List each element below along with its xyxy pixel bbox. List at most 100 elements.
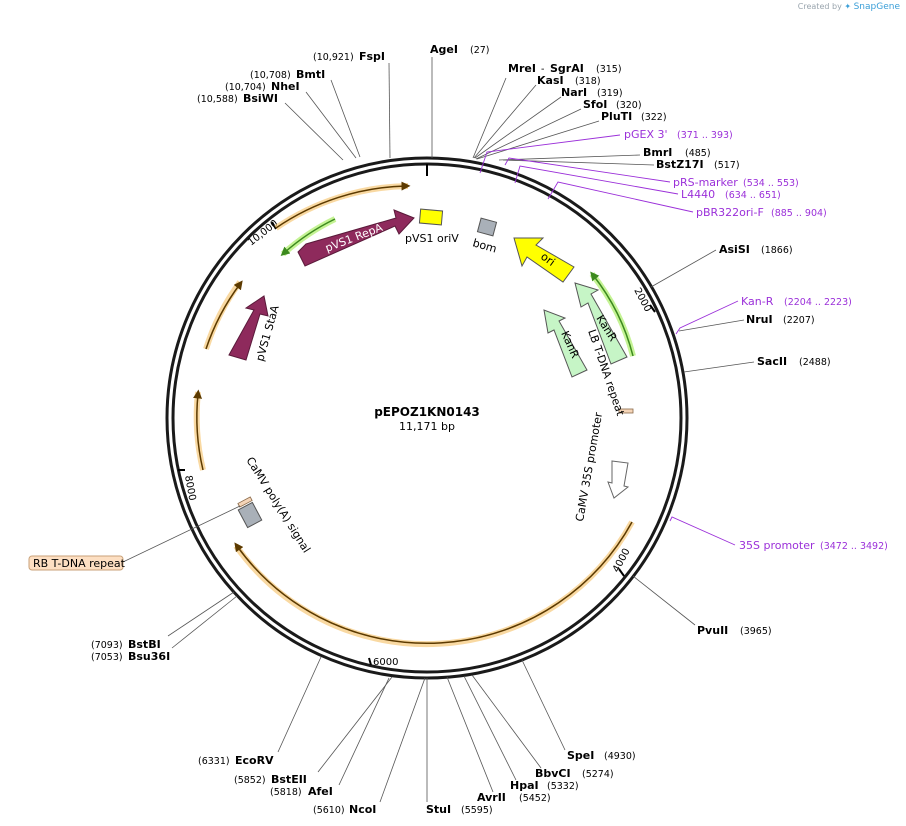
- site-nari[interactable]: NarI (319): [561, 86, 623, 99]
- site-name-bstz17i: BstZ17I: [656, 158, 704, 171]
- site-pos-bsteii: (5852): [234, 775, 266, 786]
- feature-pvs1-staa[interactable]: pVS1 StaA: [228, 295, 282, 363]
- site-name-nrui: NruI: [746, 313, 773, 326]
- primer-name-35s-promoter: 35S promoter: [739, 539, 815, 552]
- leader-srui: [678, 319, 745, 332]
- orf-arc-left-line: [205, 280, 243, 350]
- primer-kan-r[interactable]: Kan-R (2204 .. 2223): [741, 295, 852, 308]
- site-name-bsiwi: BsiWI: [243, 92, 278, 105]
- site-name-agei: AgeI: [430, 43, 458, 56]
- site-bsu36i[interactable]: (7053) Bsu36I: [91, 650, 170, 663]
- site-pos-nari: (319): [597, 88, 623, 99]
- site-nhei[interactable]: (10,704) NheI: [225, 80, 300, 93]
- site-pos-hpai: (5332): [547, 781, 579, 792]
- site-nrui[interactable]: NruI (2207): [746, 313, 815, 326]
- site-pos-agei: (27): [470, 45, 490, 56]
- primer-l4440[interactable]: L4440 (634 .. 651): [681, 188, 781, 201]
- site-name-pluti: PluTI: [601, 110, 632, 123]
- primer-pbr322ori-f[interactable]: pBR322ori-F (885 .. 904): [696, 206, 827, 219]
- leader-asisi: [650, 249, 717, 288]
- site-name-bstbi: BstBI: [128, 638, 161, 651]
- site-mrei-sgrai[interactable]: MreI - SgrAI (315): [508, 62, 622, 75]
- site-pos-nrui: (2207): [783, 315, 815, 326]
- primer-prs-marker[interactable]: pRS-marker (534 .. 553): [673, 176, 799, 189]
- tick-6000: 6000: [368, 657, 398, 668]
- plasmid-name: pEPOZ1KN0143: [374, 405, 480, 419]
- feature-pvs1-oriv[interactable]: pVS1 oriV: [405, 208, 459, 245]
- site-bsteii[interactable]: (5852) BstEII: [234, 773, 307, 786]
- leader-pluti: [476, 120, 600, 160]
- site-agei[interactable]: AgeI (27): [430, 43, 490, 56]
- site-spei[interactable]: SpeI (4930): [567, 749, 636, 762]
- orf-arc-bottom-line: [234, 521, 633, 645]
- site-stui[interactable]: StuI (5595): [426, 803, 493, 816]
- site-sfoi[interactable]: SfoI (320): [583, 98, 642, 111]
- site-sep-mrei: -: [541, 64, 544, 75]
- site-labels: (10,921) FspI (10,708) BmtI (10,704) Nhe…: [91, 43, 831, 816]
- site-name-afei: AfeI: [308, 785, 333, 798]
- primer-pos-pbr322ori-f: (885 .. 904): [771, 208, 827, 219]
- site-name-pvuii: PvuII: [697, 624, 728, 637]
- site-ecorv[interactable]: (6331) EcoRV: [198, 754, 274, 767]
- site-avrii[interactable]: AvrII (5452): [477, 791, 551, 804]
- site-fspi[interactable]: (10,921) FspI: [313, 50, 385, 63]
- leader-bsiwi: [284, 102, 344, 161]
- site-pos-ncoi: (5610): [313, 805, 345, 816]
- site-pos-bbvci: (5274): [582, 769, 614, 780]
- primer-name-prs-marker: pRS-marker: [673, 176, 738, 189]
- site-pvuii[interactable]: PvuII (3965): [697, 624, 772, 637]
- site-name-bsu36i: Bsu36I: [128, 650, 170, 663]
- site-name-bbvci: BbvCI: [535, 767, 571, 780]
- primer-leader-prs-marker: [504, 157, 671, 183]
- primer-pos-pgex3: (371 .. 393): [677, 130, 733, 141]
- green-orfs: [280, 216, 636, 357]
- site-afei[interactable]: (5818) AfeI: [270, 785, 333, 798]
- site-kasi[interactable]: KasI (318): [537, 74, 601, 87]
- site-pos-afei: (5818): [270, 787, 302, 798]
- leader-bmri: [498, 154, 641, 161]
- feature-ori[interactable]: ori: [513, 237, 575, 283]
- site-name-spei: SpeI: [567, 749, 594, 762]
- site-pos-pluti: (322): [641, 112, 667, 123]
- site-bsiwi[interactable]: (10,588) BsiWI: [197, 92, 278, 105]
- feature-camv-polya-signal[interactable]: CaMV poly(A) signal: [237, 455, 313, 555]
- site-pos-asisi: (1866): [761, 245, 793, 256]
- site-pos-pvuii: (3965): [740, 626, 772, 637]
- site-name-fspi: FspI: [359, 50, 385, 63]
- site-bbvci[interactable]: BbvCI (5274): [535, 767, 614, 780]
- feature-kanr-2[interactable]: KanR: [543, 309, 588, 378]
- site-pos-kasi: (318): [575, 76, 601, 87]
- primer-leader-l4440: [514, 165, 679, 195]
- site-pluti[interactable]: PluTI (322): [601, 110, 667, 123]
- leader-fspi: [388, 62, 391, 159]
- feature-bom[interactable]: bom: [471, 217, 498, 256]
- feature-pvs1-repa[interactable]: pVS1 RepA: [297, 209, 415, 267]
- primer-pgex3[interactable]: pGEX 3' (371 .. 393): [624, 128, 733, 141]
- site-bmri[interactable]: BmrI (485): [643, 146, 711, 159]
- leader-afei: [338, 677, 390, 786]
- site-pos-bstbi: (7093): [91, 640, 123, 651]
- primer-35s-promoter[interactable]: 35S promoter (3472 .. 3492): [739, 539, 888, 552]
- site-name-ncoi: NcoI: [349, 803, 376, 816]
- feature-camv-35s-promoter[interactable]: CaMV 35S promoter: [573, 411, 630, 523]
- primer-name-pbr322ori-f: pBR322ori-F: [696, 206, 764, 219]
- site-name-sfoi: SfoI: [583, 98, 607, 111]
- callout-label: RB T-DNA repeat: [33, 557, 126, 570]
- site-sacii[interactable]: SacII (2488): [757, 355, 831, 368]
- site-name-nhei: NheI: [271, 80, 300, 93]
- site-name-mrei: MreI: [508, 62, 536, 75]
- leader-hpai: [463, 675, 517, 781]
- site-asisi[interactable]: AsiSI (1866): [719, 243, 793, 256]
- site-bmti[interactable]: (10,708) BmtI: [250, 68, 325, 81]
- site-ncoi[interactable]: (5610) NcoI: [313, 803, 376, 816]
- site-bstz17i[interactable]: BstZ17I (517): [656, 158, 740, 171]
- leader-pvuii: [632, 575, 696, 626]
- site-hpai[interactable]: HpaI (5332): [510, 779, 579, 792]
- credit-prefix: Created by: [797, 2, 842, 11]
- tick-label-6000: 6000: [373, 657, 398, 668]
- rb-t-dna-repeat-callout[interactable]: RB T-DNA repeat: [28, 505, 241, 571]
- site-name-stui: StuI: [426, 803, 451, 816]
- site-pos-ecorv: (6331): [198, 756, 230, 767]
- site-bstbi[interactable]: (7093) BstBI: [91, 638, 161, 651]
- site-pos-sacii: (2488): [799, 357, 831, 368]
